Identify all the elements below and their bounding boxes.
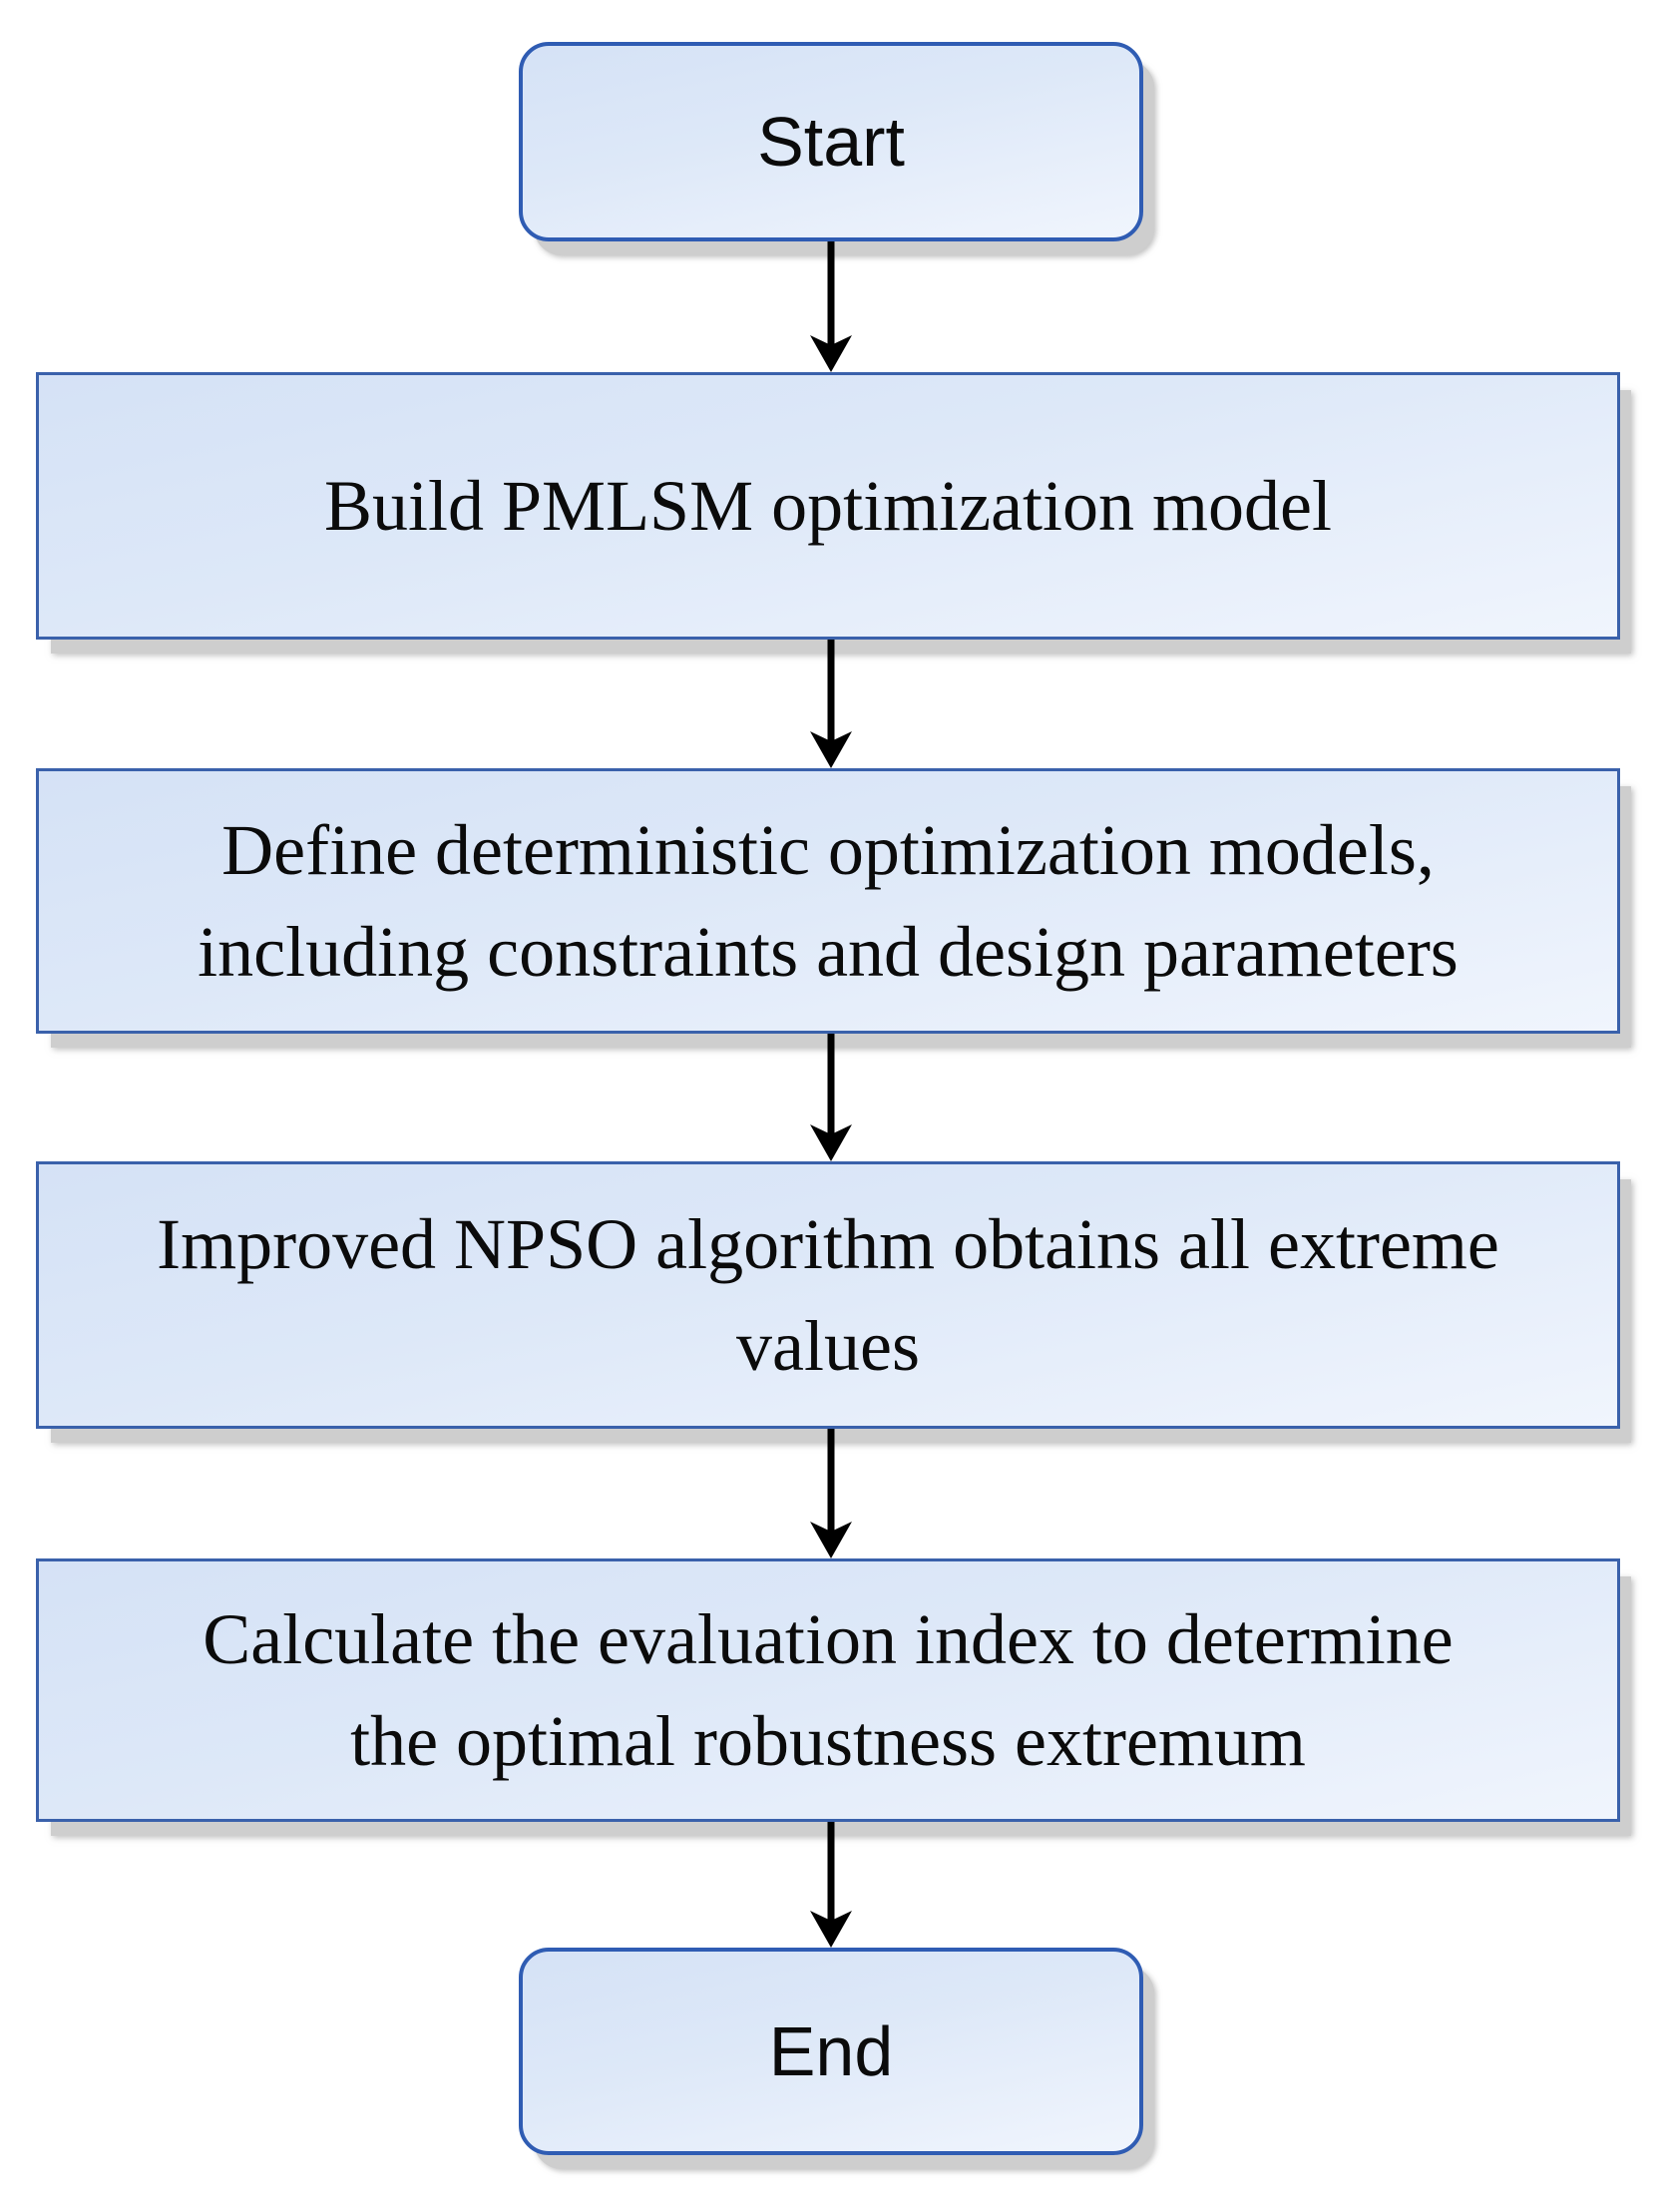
flowchart-node-define-models: Define deterministic optimization models…: [36, 768, 1620, 1034]
flowchart-node-end: End: [519, 1948, 1143, 2155]
flow-arrow-start-to-build-icon: [810, 241, 852, 372]
flowchart-node-start: Start: [519, 42, 1143, 241]
flow-arrow-build-to-define-icon: [810, 640, 852, 768]
node-end-label: End: [768, 2011, 894, 2090]
arrow-head: [810, 1124, 852, 1161]
node-build-model-label: Build PMLSM optimization model: [323, 465, 1333, 546]
flowchart-node-npso-algorithm: Improved NPSO algorithm obtains all extr…: [36, 1161, 1620, 1429]
arrow-head: [810, 731, 852, 768]
flow-arrow-calc-to-end-icon: [810, 1822, 852, 1948]
flow-arrow-define-to-npso-icon: [810, 1034, 852, 1161]
flowchart-node-evaluation-index: Calculate the evaluation index to determ…: [36, 1558, 1620, 1822]
flowchart-node-build-model: Build PMLSM optimization model: [36, 372, 1620, 640]
node-start-label: Start: [757, 102, 905, 181]
node-evaluation-index-label: Calculate the evaluation index to determ…: [203, 1598, 1454, 1781]
arrow-head: [810, 1522, 852, 1558]
node-define-models-label: Define deterministic optimization models…: [198, 809, 1459, 992]
node-npso-algorithm-label: Improved NPSO algorithm obtains all extr…: [157, 1203, 1499, 1386]
arrow-head: [810, 335, 852, 372]
arrow-head: [810, 1911, 852, 1948]
flow-arrow-npso-to-calc-icon: [810, 1429, 852, 1558]
